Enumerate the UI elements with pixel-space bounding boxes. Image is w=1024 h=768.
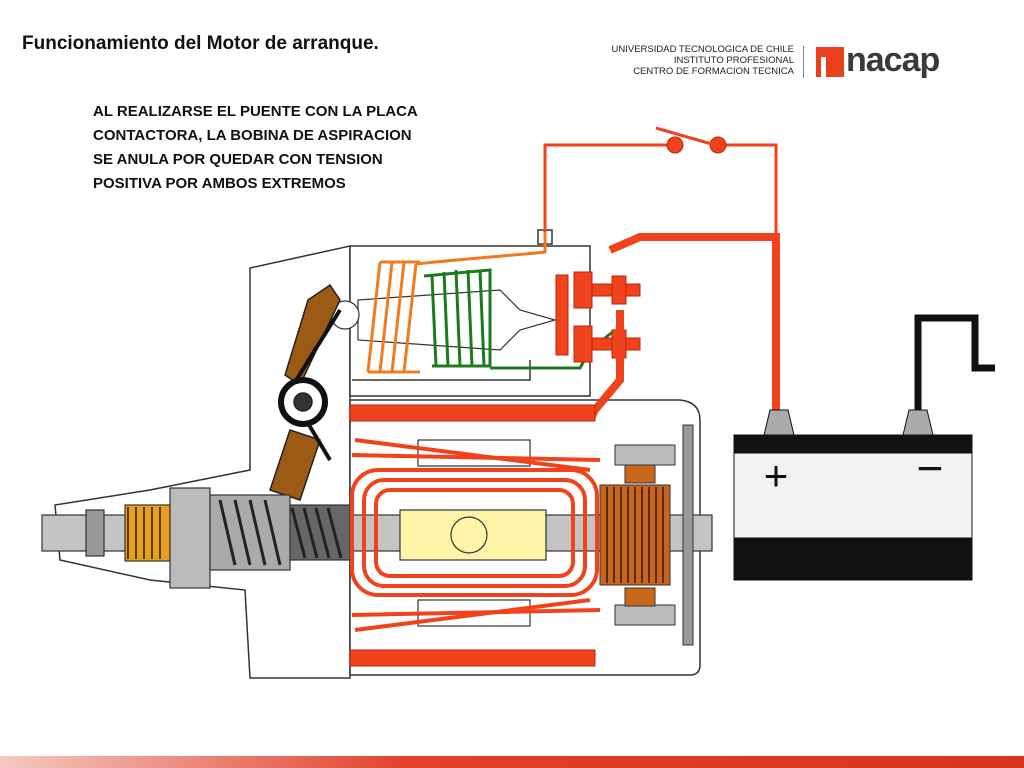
description-line: AL REALIZARSE EL PUENTE CON LA PLACA [93,103,418,120]
shaft-center [450,516,488,554]
institution-line: CENTRO DE FORMACION TECNICA [633,66,794,77]
slide-title: Funcionamiento del Motor de arranque. [22,33,379,54]
battery-cable [586,233,780,422]
inacap-logo-text: nacap [846,41,940,79]
contact-terminals [555,271,641,363]
ignition-wire [543,143,778,237]
description-text: AL REALIZARSE EL PUENTE CON LA PLACA CON… [93,100,513,196]
field-frame [349,404,596,667]
battery-positive-label: + [764,452,789,499]
institution-line: INSTITUTO PROFESIONAL [673,55,794,66]
battery-negative-label: − [917,442,944,494]
description-line: SE ANULA POR QUEDAR CON TENSION [93,151,383,168]
institution-text: UNIVERSIDAD TECNOLOGICA DE CHILE INSTITU… [600,44,794,77]
pinion-teeth [127,507,161,559]
ground-wire [914,314,995,410]
ignition-switch-icon [655,126,727,154]
footer-accent-bar [0,756,1024,768]
description-line: POSITIVA POR AMBOS EXTREMOS [93,175,346,192]
brushes [614,424,694,646]
pull-in-coil [366,232,547,374]
logo-divider [803,46,804,78]
helical-spline [218,499,343,566]
inacap-logo-icon [816,47,844,77]
battery [733,409,973,581]
armature-winding [350,438,601,632]
institution-line: UNIVERSIDAD TECNOLOGICA DE CHILE [611,44,794,55]
commutator-bars [606,487,664,583]
shift-lever [269,283,342,501]
description-line: CONTACTORA, LA BOBINA DE ASPIRACION [93,127,412,144]
